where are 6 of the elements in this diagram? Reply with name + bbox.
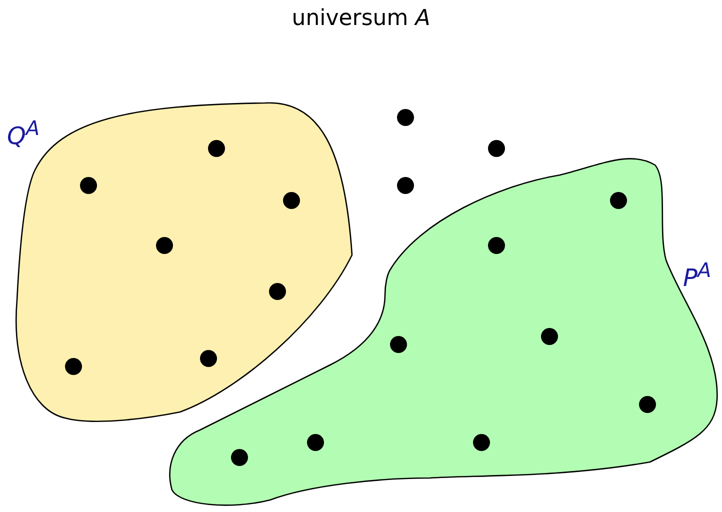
point-dot [488, 140, 504, 156]
point-dot [396, 176, 414, 194]
diagram-title: universum A [290, 6, 432, 31]
set-label: Q$^{A}$ [7, 116, 40, 150]
set-label: P$^{A}$ [683, 258, 712, 292]
point-dot [396, 108, 414, 126]
